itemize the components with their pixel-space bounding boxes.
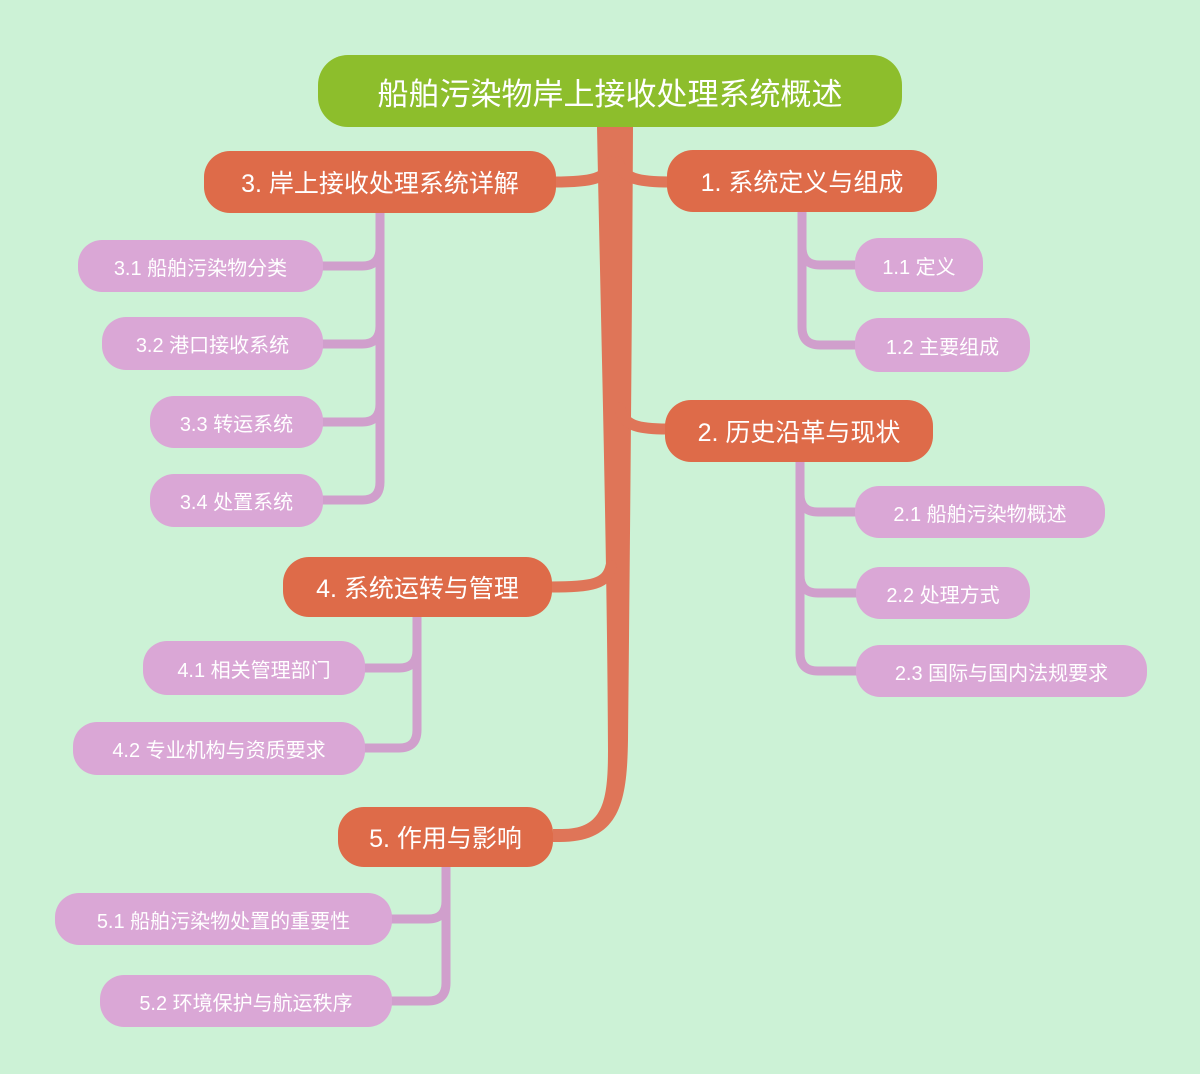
child-node-2-1[interactable]: 2.1 船舶污染物概述 xyxy=(855,486,1105,538)
child-2-3-connector xyxy=(795,451,863,676)
child-3-4-connector xyxy=(316,204,385,505)
branch-1-connector xyxy=(612,156,676,188)
child-3-1-connector xyxy=(316,204,385,271)
child-1-1-connector xyxy=(797,203,863,270)
branch-node-1[interactable]: 1. 系统定义与组成 xyxy=(667,150,937,212)
child-5-2-connector xyxy=(385,858,451,1006)
branch-node-3[interactable]: 3. 岸上接收处理系统详解 xyxy=(204,151,556,213)
child-4-1-connector xyxy=(358,608,422,673)
branch-node-2[interactable]: 2. 历史沿革与现状 xyxy=(665,400,933,462)
child-node-4-2[interactable]: 4.2 专业机构与资质要求 xyxy=(73,722,365,775)
root-node[interactable]: 船舶污染物岸上接收处理系统概述 xyxy=(318,55,902,127)
child-5-1-connector xyxy=(385,858,451,924)
child-4-2-connector xyxy=(358,608,422,753)
branch-node-5[interactable]: 5. 作用与影响 xyxy=(338,807,553,867)
child-node-3-4[interactable]: 3.4 处置系统 xyxy=(150,474,323,527)
child-2-1-connector xyxy=(795,451,863,517)
trunk-connector xyxy=(553,127,633,842)
child-2-2-connector xyxy=(795,451,863,598)
child-node-4-1[interactable]: 4.1 相关管理部门 xyxy=(143,641,365,695)
child-3-3-connector xyxy=(316,204,385,427)
branch-2-connector xyxy=(614,402,673,435)
child-node-2-3[interactable]: 2.3 国际与国内法规要求 xyxy=(856,645,1147,697)
child-node-1-1[interactable]: 1.1 定义 xyxy=(855,238,983,292)
child-node-3-2[interactable]: 3.2 港口接收系统 xyxy=(102,317,323,370)
child-node-2-2[interactable]: 2.2 处理方式 xyxy=(856,567,1030,619)
branch-node-4[interactable]: 4. 系统运转与管理 xyxy=(283,557,552,617)
child-node-5-2[interactable]: 5.2 环境保护与航运秩序 xyxy=(100,975,392,1027)
child-node-1-2[interactable]: 1.2 主要组成 xyxy=(855,318,1030,372)
child-3-2-connector xyxy=(316,204,385,349)
branch-3-connector xyxy=(548,156,618,188)
child-1-2-connector xyxy=(797,203,863,350)
child-node-3-1[interactable]: 3.1 船舶污染物分类 xyxy=(78,240,323,292)
branch-4-connector xyxy=(544,560,617,593)
child-node-5-1[interactable]: 5.1 船舶污染物处置的重要性 xyxy=(55,893,392,945)
child-node-3-3[interactable]: 3.3 转运系统 xyxy=(150,396,323,448)
